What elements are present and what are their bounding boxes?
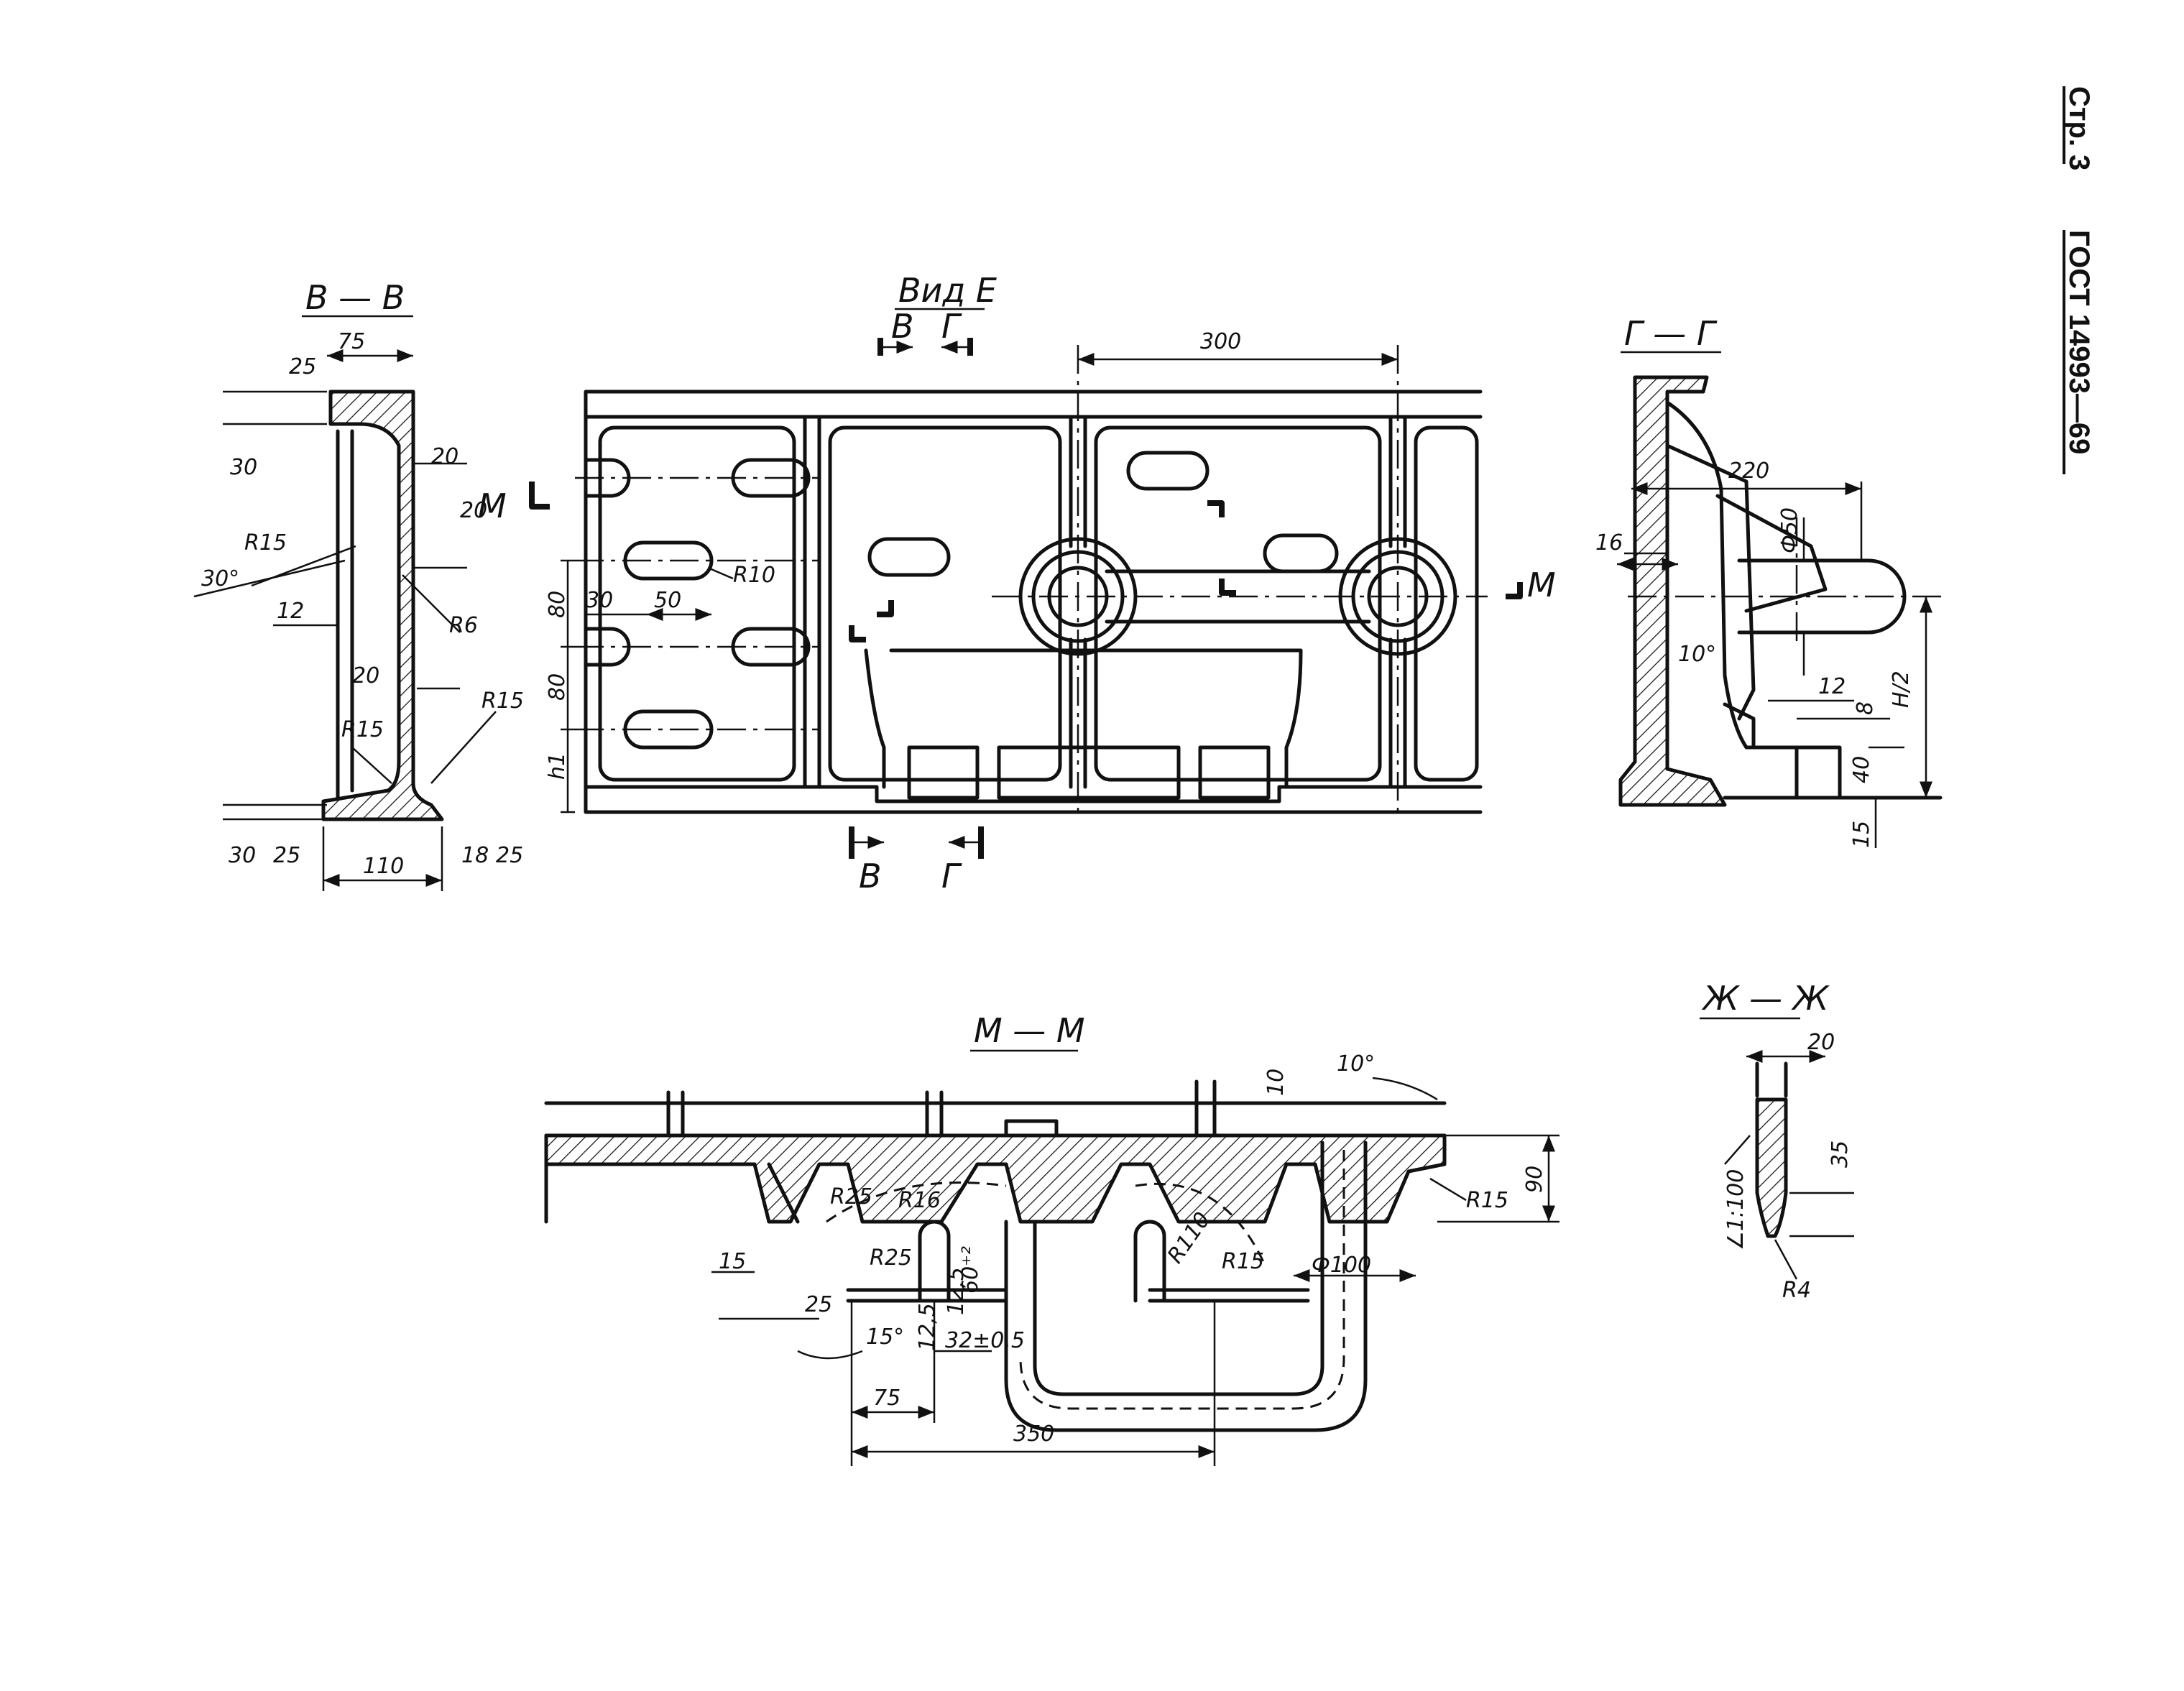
section-mm-plate [544, 1133, 1447, 1224]
cut-top-g: Г [941, 307, 962, 346]
view-e-title: Вид Е [898, 271, 997, 310]
section-vv-title: В — В [305, 278, 405, 317]
dim-mm-75: 75 [873, 1386, 900, 1411]
section-mm: М — М 90 10 10° R15 R25 R16 R110 R25 60⁺… [544, 1011, 1559, 1466]
dim-mm-10: 10 [1263, 1069, 1289, 1096]
slot [1126, 451, 1210, 491]
dim-vv-20-a: 20 [431, 444, 459, 469]
dim-zhzh-20: 20 [1807, 1030, 1835, 1055]
dim-e-50: 50 [654, 588, 681, 613]
section-zhzh: Ж — Ж 20 35 ∠1:100 R4 [1700, 979, 1854, 1303]
dim-zhzh-r4: R4 [1782, 1278, 1811, 1303]
section-mm-title: М — М [974, 1011, 1085, 1050]
dim-e-r10: R10 [733, 563, 775, 588]
dim-mm-32: 32±0,5 [945, 1328, 1025, 1353]
dim-mm-r25-top: R25 [830, 1184, 872, 1209]
dim-mm-r110: R110 [1163, 1208, 1215, 1268]
section-gg-title: Г — Г [1624, 314, 1718, 353]
dim-mm-90: 90 [1522, 1166, 1547, 1193]
dim-mm-60: 60⁺² [958, 1246, 983, 1294]
section-zhzh-profile [1755, 1097, 1788, 1238]
dim-gg-10deg: 10° [1678, 642, 1716, 667]
dim-gg-12: 12 [1818, 674, 1846, 699]
dim-vv-18: 18 [461, 843, 489, 868]
dim-vv-r15-bottom: R15 [341, 717, 384, 742]
dim-vv-12: 12 [277, 599, 304, 624]
dim-mm-15: 15 [719, 1249, 746, 1274]
dim-vv-20-c: 20 [352, 663, 379, 688]
section-vv: В — В 75 25 30 20 20 30° R15 R6 12 20 R1 [193, 278, 524, 891]
dim-gg-8: 8 [1853, 701, 1878, 715]
dim-zhzh-35: 35 [1828, 1141, 1853, 1168]
dim-mm-r25-bottom: R25 [870, 1245, 912, 1271]
dim-e-80-b: 80 [545, 673, 570, 701]
dim-mm-12-5-b: 12,5 [944, 1267, 969, 1315]
dim-mm-12-5-a: 12,5 [915, 1303, 940, 1351]
section-marker-m-left: М [478, 487, 507, 525]
dim-vv-25-right: 25 [496, 843, 523, 868]
dim-mm-15deg: 15° [866, 1324, 904, 1350]
dim-vv-25-bottom: 25 [273, 843, 300, 868]
slot [867, 537, 951, 577]
dim-mm-r15-right: R15 [1466, 1188, 1508, 1213]
dim-vv-30-bottom: 30 [229, 843, 256, 868]
standard-number: ГОСТ 14993—69 [2063, 230, 2095, 454]
dim-e-300: 300 [1200, 329, 1241, 354]
section-vv-profile [321, 390, 444, 821]
dim-vv-75: 75 [338, 329, 365, 354]
section-gg-profile [1618, 375, 1727, 807]
dim-vv-110: 110 [363, 854, 404, 879]
dim-mm-r15-mid: R15 [1222, 1249, 1264, 1274]
dim-gg-dia50: Ф50 [1777, 507, 1802, 553]
dim-gg-h2: H/2 [1889, 671, 1914, 708]
dim-mm-dia100: Ф100 [1312, 1253, 1371, 1278]
section-zhzh-title: Ж — Ж [1701, 979, 1830, 1018]
dim-gg-15: 15 [1849, 821, 1874, 848]
section-gg: Г — Г 220 16 Ф50 10° 12 8 H/2 40 15 [1595, 314, 1948, 848]
page-label: Стр. 3 [2063, 86, 2095, 170]
dim-vv-20-b: 20 [460, 498, 487, 523]
cut-bottom-g: Г [941, 857, 962, 895]
dim-e-30: 30 [586, 588, 613, 613]
dim-gg-40: 40 [1849, 756, 1874, 783]
dim-mm-25: 25 [805, 1292, 832, 1317]
dim-e-80-a: 80 [545, 591, 570, 618]
slot [1263, 533, 1339, 573]
cut-top-v: В [891, 307, 914, 346]
dim-vv-30deg: 30° [201, 566, 239, 591]
dim-mm-10deg: 10° [1337, 1051, 1375, 1077]
dim-vv-r6: R6 [449, 613, 478, 638]
section-marker-m-right: М [1527, 566, 1556, 604]
view-e: Вид Е В Г [478, 271, 1556, 895]
dim-vv-r15-right: R15 [482, 688, 524, 714]
dim-gg-220: 220 [1728, 459, 1769, 484]
dim-mm-350: 350 [1013, 1422, 1054, 1447]
dim-vv-r15-top: R15 [244, 530, 287, 556]
dim-gg-16: 16 [1595, 530, 1623, 556]
dim-vv-25-top: 25 [289, 354, 316, 379]
dim-vv-30-top: 30 [230, 455, 257, 480]
dim-mm-r16: R16 [898, 1188, 941, 1213]
view-e-frame [584, 390, 1483, 814]
cut-bottom-v: В [859, 857, 882, 895]
page-header: Стр. 3 ГОСТ 14993—69 [2063, 86, 2095, 474]
dim-zhzh-slope: ∠1:100 [1723, 1169, 1748, 1250]
dim-e-h1: h1 [545, 752, 570, 780]
